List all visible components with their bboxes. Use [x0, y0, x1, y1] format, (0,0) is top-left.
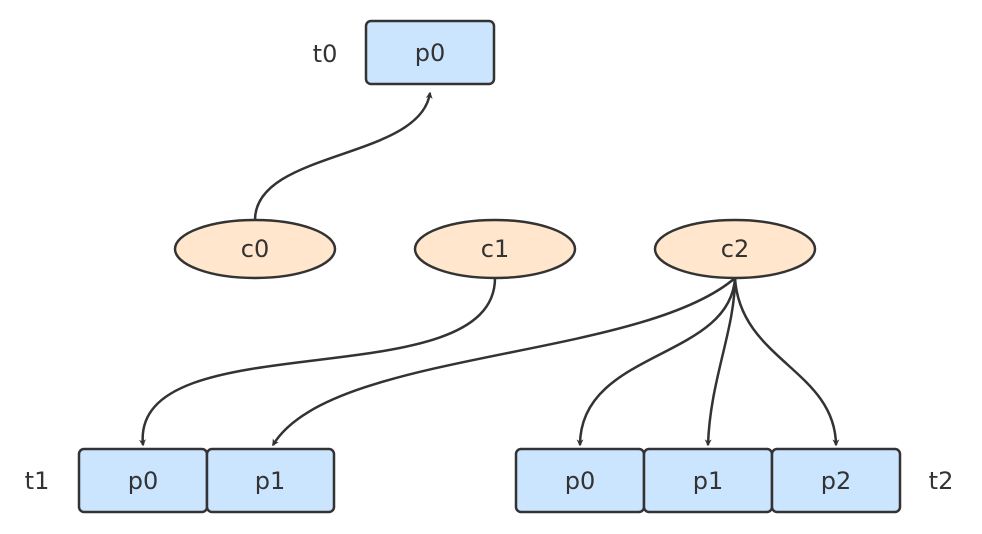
partition-label: p1 [693, 467, 724, 495]
edge-c2-to-t2-p0 [576, 277, 737, 447]
topic-t1-label: t1 [25, 467, 50, 495]
edge-c2-to-t2-p2 [733, 277, 840, 447]
consumer-c2[interactable]: c2 [653, 218, 817, 280]
partition-label: p2 [821, 467, 852, 495]
consumer-label: c2 [721, 235, 749, 263]
t2-partition-p2[interactable]: p2 [770, 447, 902, 514]
t1-partition-p1[interactable]: p1 [205, 447, 336, 514]
t2-partition-p0[interactable]: p0 [514, 447, 646, 514]
partition-label: p0 [565, 467, 596, 495]
t1-partition-p0[interactable]: p0 [77, 447, 209, 514]
edge-c0-to-t0-p0 [253, 91, 433, 221]
partition-label: p0 [128, 467, 159, 495]
consumer-c0[interactable]: c0 [173, 218, 337, 280]
consumer-label: c1 [481, 235, 509, 263]
edge-c1-to-t1-p0 [138, 277, 497, 447]
consumer-c1[interactable]: c1 [413, 218, 577, 280]
t0-partition-p0[interactable]: p0 [364, 19, 496, 86]
t2-partition-p1[interactable]: p1 [642, 447, 774, 514]
partition-label: p1 [255, 467, 286, 495]
partition-label: p0 [415, 39, 446, 67]
topic-t0-label: t0 [313, 40, 338, 68]
topic-t2-label: t2 [929, 467, 954, 495]
consumer-label: c0 [241, 235, 269, 263]
edge-c2-to-t2-p1 [704, 277, 737, 447]
edge-c2-to-t1-p1 [271, 277, 736, 447]
